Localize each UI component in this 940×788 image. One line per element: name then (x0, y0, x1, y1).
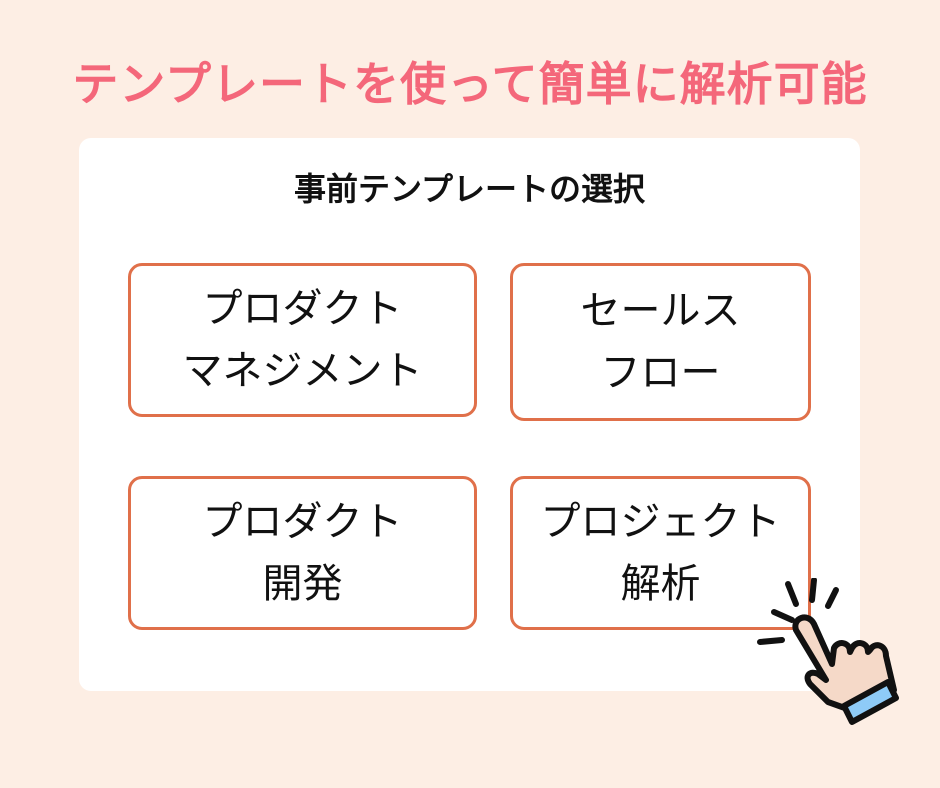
template-label-line1: セールス (580, 288, 741, 334)
template-label-line1: プロダクト (202, 499, 403, 545)
template-project-analysis[interactable]: プロジェクト 解析 (510, 476, 811, 630)
template-product-management[interactable]: プロダクト マネジメント (128, 263, 477, 417)
headline: テンプレートを使って簡単に解析可能 (72, 57, 868, 111)
template-product-development[interactable]: プロダクト 開発 (128, 476, 477, 630)
hand-click-icon (757, 578, 899, 725)
template-label-line2: 解析 (620, 561, 701, 607)
template-label-line2: フロー (600, 350, 721, 396)
card-title: 事前テンプレートの選択 (293, 170, 646, 208)
template-label-line2: 開発 (262, 561, 343, 607)
template-label-line1: プロジェクト (540, 499, 781, 545)
template-sales-flow[interactable]: セールス フロー (510, 263, 811, 421)
template-label-line2: マネジメント (182, 348, 423, 394)
template-label-line1: プロダクト (202, 286, 403, 332)
